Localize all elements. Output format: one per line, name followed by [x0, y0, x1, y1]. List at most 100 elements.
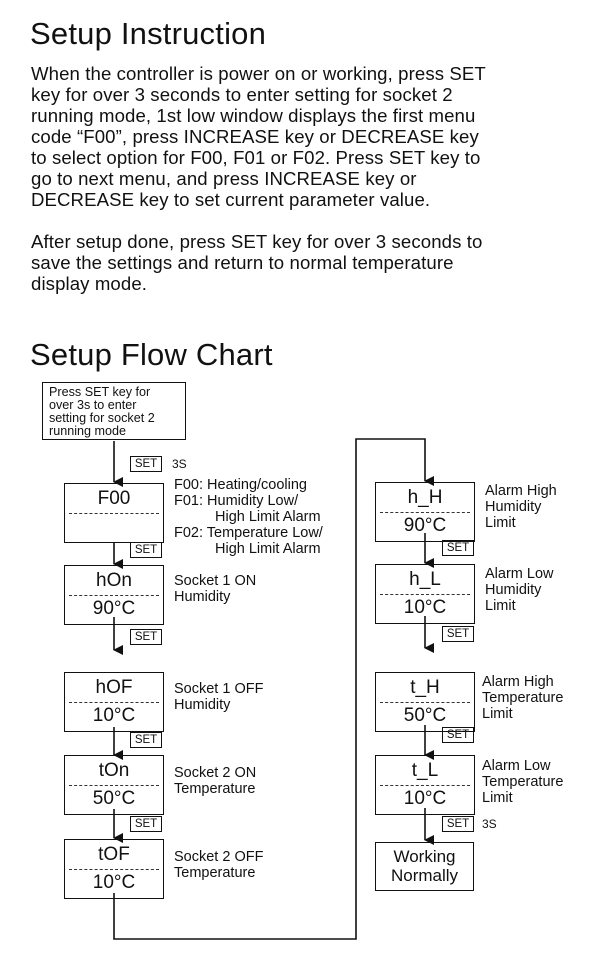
desc-line: Humidity — [174, 697, 231, 713]
display-tl: t_L 10°C — [375, 755, 475, 815]
para1-line: go to next menu, and press INCREASE key … — [31, 168, 417, 189]
start-box-line: setting for socket 2 — [49, 411, 155, 425]
desc-line: Temperature — [482, 690, 564, 706]
display-code: hOF — [95, 677, 133, 698]
final-box-line: Normally — [390, 866, 459, 885]
three-seconds-label: 3S — [172, 457, 187, 471]
display-value: 10°C — [92, 872, 136, 893]
display-divider — [380, 512, 470, 513]
display-code: F00 — [97, 488, 131, 509]
desc-line: Alarm Low — [482, 758, 551, 774]
para1-line: When the controller is power on or worki… — [31, 63, 486, 84]
display-value: 10°C — [92, 705, 136, 726]
desc-line: Limit — [482, 706, 513, 722]
display-code: tOn — [98, 760, 130, 781]
desc-line: Socket 2 OFF — [174, 849, 264, 865]
f01-option: F01: Humidity Low/ — [174, 493, 299, 509]
set-key-label: SET — [130, 456, 162, 472]
display-divider — [380, 785, 470, 786]
f02-option-cont: High Limit Alarm — [215, 541, 321, 557]
desc-line: Humidity — [174, 589, 231, 605]
hh-description: Alarm High Humidity Limit — [485, 483, 557, 531]
setup-instruction-title: Setup Instruction — [30, 16, 267, 51]
display-divider — [69, 785, 159, 786]
desc-line: Socket 1 OFF — [174, 681, 264, 697]
three-seconds-label: 3S — [482, 817, 497, 831]
desc-line: Humidity — [485, 582, 542, 598]
display-value — [65, 513, 163, 541]
start-box-line: running mode — [49, 424, 127, 438]
ton-description: Socket 2 ON Temperature — [174, 765, 256, 797]
display-code: tOF — [98, 844, 130, 865]
display-divider — [69, 595, 159, 596]
instruction-paragraph-2: After setup done, press SET key for over… — [31, 231, 579, 294]
display-f00: F00 — [64, 483, 164, 543]
f02-option: F02: Temperature Low/ — [174, 525, 323, 541]
display-value: 50°C — [403, 705, 447, 726]
para1-line: to select option for F00, F01 or F02. Pr… — [31, 147, 481, 168]
desc-line: Alarm Low — [485, 566, 554, 582]
desc-line: Temperature — [174, 781, 256, 797]
desc-line: Temperature — [174, 865, 256, 881]
desc-line: Alarm High — [485, 483, 557, 499]
display-hl: h_L 10°C — [375, 564, 475, 624]
display-value: 90°C — [92, 598, 136, 619]
set-key-label: SET — [130, 542, 162, 558]
desc-line: Alarm High — [482, 674, 554, 690]
display-hh: h_H 90°C — [375, 482, 475, 542]
hl-description: Alarm Low Humidity Limit — [485, 566, 554, 614]
display-ton: tOn 50°C — [64, 755, 164, 815]
tl-description: Alarm Low Temperature Limit — [482, 758, 563, 806]
start-box-line: Press SET key for — [49, 385, 151, 399]
desc-line: Humidity — [485, 499, 542, 515]
display-th: t_H 50°C — [375, 672, 475, 732]
set-key-label: SET — [442, 727, 474, 743]
set-key-label: SET — [442, 626, 474, 642]
display-value: 10°C — [403, 788, 447, 809]
set-key-label: SET — [442, 540, 474, 556]
para2-line: save the settings and return to normal t… — [31, 252, 454, 273]
desc-line: Limit — [485, 515, 516, 531]
display-divider — [380, 702, 470, 703]
display-divider — [69, 869, 159, 870]
set-key-label: SET — [130, 732, 162, 748]
display-code: t_L — [411, 760, 439, 781]
tof-description: Socket 2 OFF Temperature — [174, 849, 263, 881]
display-value: 50°C — [92, 788, 136, 809]
set-key-label: SET — [130, 629, 162, 645]
desc-line: Socket 1 ON — [174, 573, 257, 589]
para2-line: display mode. — [31, 273, 148, 294]
desc-line: Temperature — [482, 774, 564, 790]
start-box: Press SET key for over 3s to enter setti… — [42, 382, 186, 440]
display-divider — [69, 513, 159, 514]
display-code: hOn — [96, 570, 132, 591]
desc-line: Socket 2 ON — [174, 765, 257, 781]
para2-line: After setup done, press SET key for over… — [31, 231, 483, 252]
final-box-line: Working — [393, 847, 456, 866]
hon-description: Socket 1 ON Humidity — [174, 573, 256, 605]
display-divider — [380, 594, 470, 595]
display-hof: hOF 10°C — [64, 672, 164, 732]
display-value: 90°C — [403, 515, 447, 536]
hof-description: Socket 1 OFF Humidity — [174, 681, 263, 713]
para1-line: key for over 3 seconds to enter setting … — [31, 84, 453, 105]
th-description: Alarm High Temperature Limit — [482, 674, 563, 722]
working-normally-box: Working Normally — [375, 842, 474, 891]
desc-line: Limit — [482, 790, 513, 806]
desc-line: Limit — [485, 598, 516, 614]
f00-option: F00: Heating/cooling — [174, 477, 307, 493]
set-key-label: SET — [130, 816, 162, 832]
para1-line: running mode, 1st low window displays th… — [31, 105, 476, 126]
display-code: t_H — [410, 677, 440, 698]
f01-option-cont: High Limit Alarm — [215, 509, 321, 525]
connector-tof-to-hh — [113, 438, 434, 940]
flow-chart-title: Setup Flow Chart — [30, 337, 273, 372]
display-code: h_H — [407, 487, 443, 508]
display-value: 10°C — [403, 597, 447, 618]
start-box-line: over 3s to enter — [49, 398, 137, 412]
display-divider — [69, 702, 159, 703]
instruction-paragraph-1: When the controller is power on or worki… — [31, 63, 579, 210]
para1-line: DECREASE key to set current parameter va… — [31, 189, 431, 210]
para1-line: code “F00”, press INCREASE key or DECREA… — [31, 126, 479, 147]
display-code: h_L — [409, 569, 441, 590]
